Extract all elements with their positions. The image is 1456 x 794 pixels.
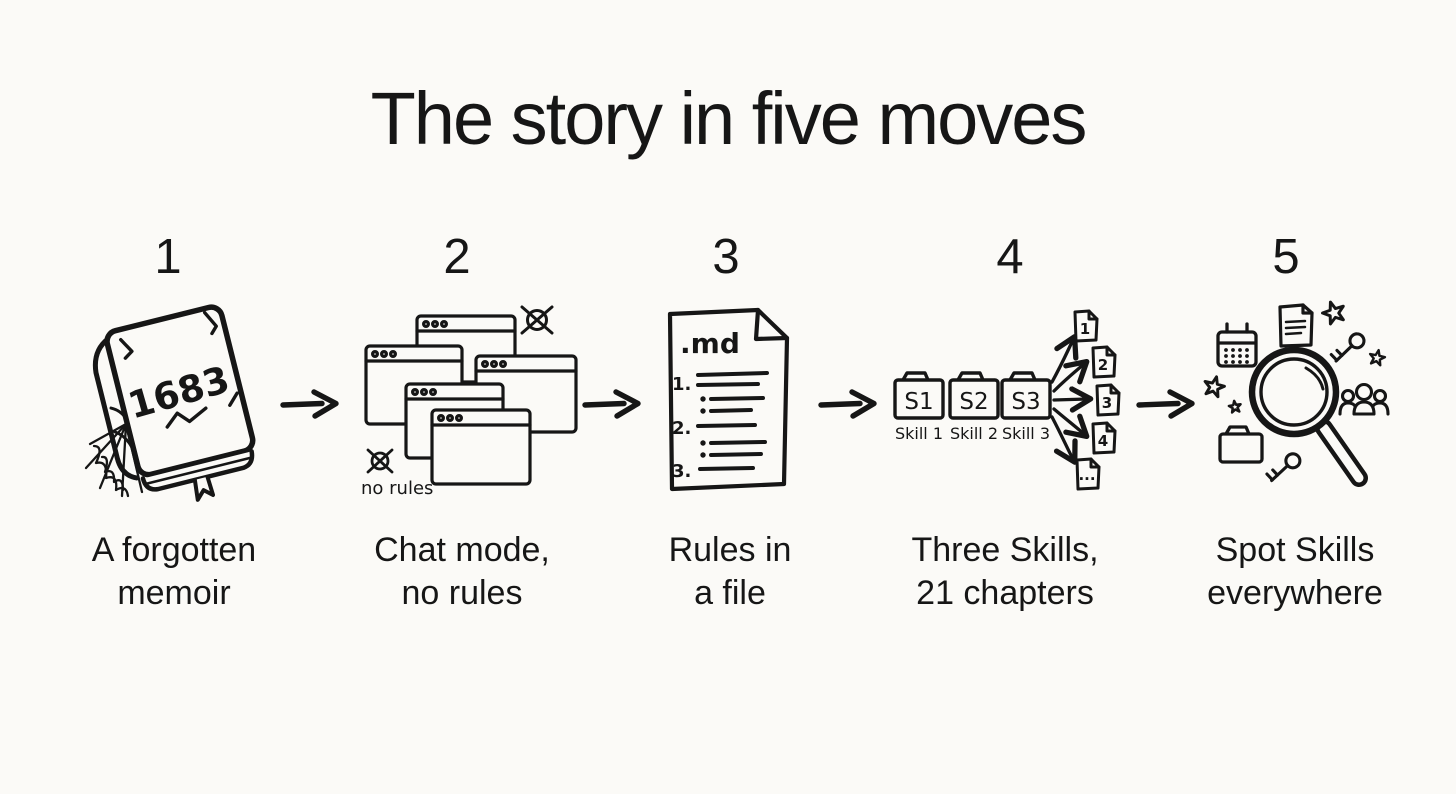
- step-5-caption: Spot Skills everywhere: [1207, 529, 1383, 614]
- arrow-right-icon: [1136, 389, 1195, 419]
- markdown-file-icon: .md 1. 2. 3.: [667, 307, 790, 492]
- chapter-file: 2: [1091, 345, 1117, 379]
- caption-line: Spot Skills: [1215, 531, 1375, 569]
- fan-arrows: [1050, 334, 1094, 465]
- list-marker: 1.: [672, 374, 691, 395]
- list-marker: 2.: [672, 418, 691, 439]
- file-label: 1: [1080, 320, 1090, 338]
- step-4-caption: Three Skills, 21 chapters: [911, 529, 1098, 614]
- file-label: 3: [1102, 394, 1112, 412]
- step-3-number: 3: [712, 230, 740, 284]
- memoir-book-icon: 1683: [84, 304, 256, 502]
- skill-folder: S3 Skill 3: [1000, 371, 1052, 443]
- people-icon: [1338, 382, 1390, 416]
- caption-line: Three Skills,: [911, 531, 1099, 569]
- step-2-number: 2: [443, 230, 471, 284]
- arrow-right-icon: [280, 389, 339, 419]
- folder-label: S1: [904, 389, 933, 415]
- page-title: The story in five moves: [370, 77, 1088, 160]
- chapter-file: ...: [1075, 457, 1101, 491]
- md-extension-label: .md: [680, 327, 740, 360]
- caption-line: 21 chapters: [916, 573, 1094, 612]
- folder-caption: Skill 2: [950, 424, 998, 443]
- file-label: 2: [1098, 356, 1108, 374]
- skill-folder: S2 Skill 2: [948, 371, 1000, 443]
- skill-folder: S1 Skill 1: [893, 371, 945, 443]
- caption-line: Chat mode,: [374, 531, 550, 569]
- skill-folders-icon: S1 Skill 1 S2 Skill 2 S3 Skill 3: [893, 309, 1121, 491]
- chapter-file: 1: [1073, 309, 1099, 343]
- document-icon: [1278, 303, 1314, 348]
- chapter-file: 4: [1091, 421, 1117, 455]
- file-label: 4: [1098, 432, 1108, 450]
- key-icon: [1329, 332, 1366, 363]
- list-marker: 3.: [672, 461, 691, 482]
- crossed-circle-icon: [366, 448, 394, 474]
- folder-icon: [1218, 425, 1264, 464]
- folder-caption: Skill 1: [895, 424, 943, 443]
- folder-label: S3: [1011, 389, 1040, 415]
- step-5-number: 5: [1272, 230, 1300, 284]
- caption-line: no rules: [401, 573, 523, 612]
- chapter-file: 3: [1095, 383, 1121, 417]
- no-rules-label: no rules: [361, 478, 433, 499]
- star-icon: [1227, 399, 1242, 414]
- chat-windows-icon: no rules: [361, 305, 578, 499]
- folder-caption: Skill 3: [1002, 424, 1050, 443]
- arrow-right-icon: [818, 389, 877, 419]
- key-icon: [1265, 452, 1302, 483]
- star-icon: [1321, 300, 1345, 326]
- file-label: ...: [1078, 466, 1095, 484]
- star-icon: [1368, 348, 1387, 367]
- caption-line: Rules in: [668, 531, 792, 569]
- star-icon: [1203, 375, 1226, 399]
- step-4-number: 4: [996, 230, 1024, 284]
- step-1-caption: A forgotten memoir: [92, 529, 256, 614]
- caption-line: memoir: [117, 573, 231, 612]
- arrow-right-icon: [582, 389, 641, 419]
- calendar-icon: [1216, 322, 1258, 368]
- step-3-caption: Rules in a file: [669, 529, 792, 614]
- step-2-caption: Chat mode, no rules: [374, 529, 550, 614]
- magnifier-icon: [1248, 346, 1368, 487]
- caption-line: everywhere: [1207, 573, 1383, 612]
- caption-line: A forgotten: [91, 531, 257, 569]
- step-1-number: 1: [154, 230, 182, 284]
- magnifier-scene-icon: [1203, 300, 1390, 487]
- chat-window: [430, 408, 532, 486]
- folder-label: S2: [959, 389, 988, 415]
- crossed-circle-icon: [520, 305, 554, 335]
- caption-line: a file: [694, 573, 766, 612]
